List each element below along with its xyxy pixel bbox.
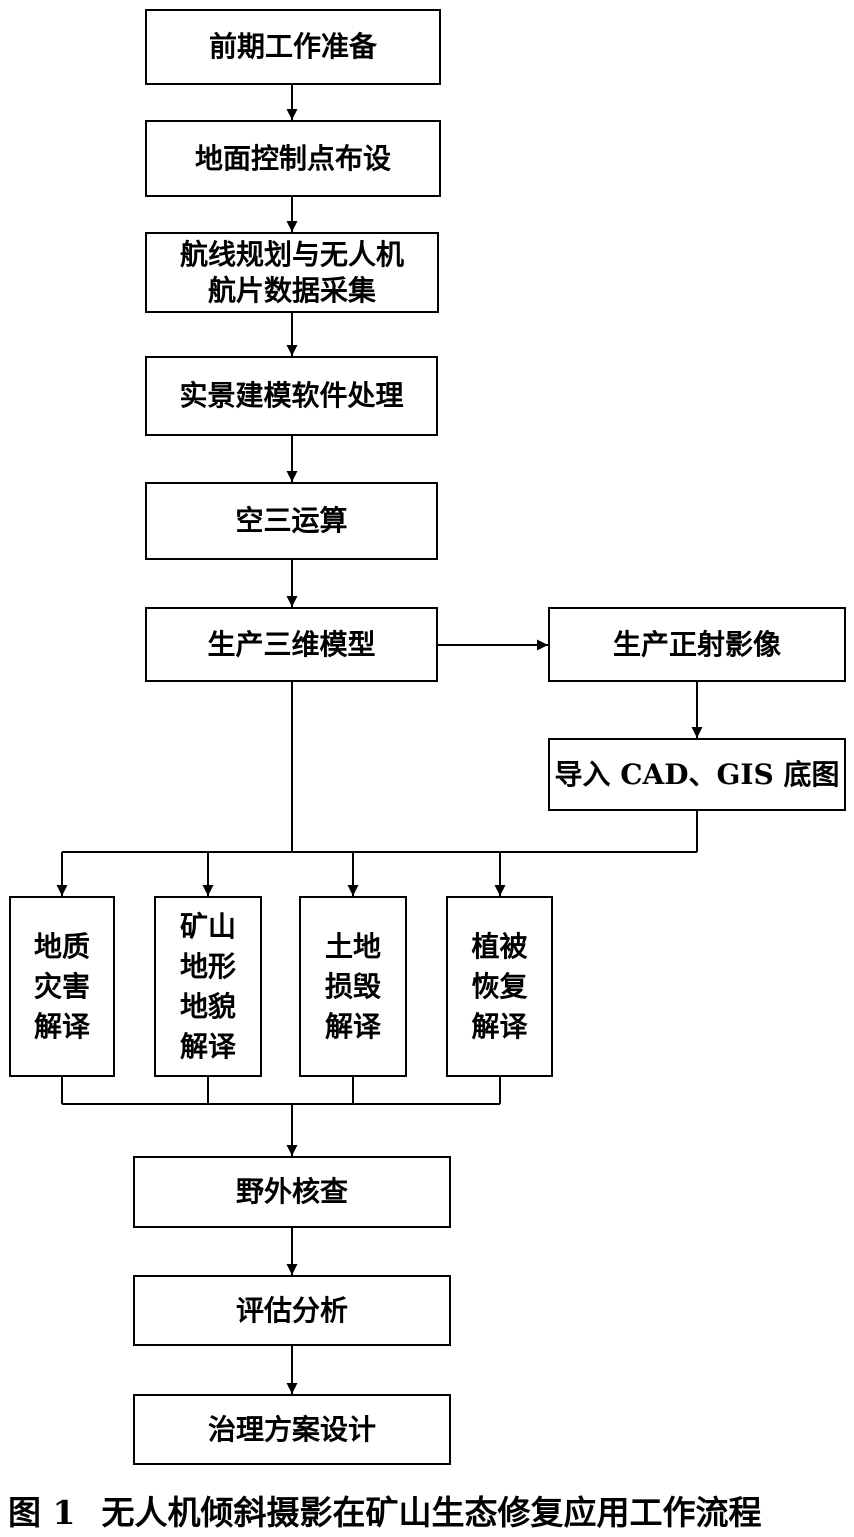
figure-caption: 图 1 无人机倾斜摄影在矿山生态修复应用工作流程 [0,1485,854,1535]
interp-line: 土地 [324,929,381,963]
figure-title: 无人机倾斜摄影在矿山生态修复应用工作流程 [101,1493,762,1532]
interp-line: 地形 [179,949,236,983]
interp-landform-box: 矿山 地形 地貌 解译 [154,896,262,1077]
step-flight-label-line2: 航片数据采集 [207,273,376,307]
interp-line: 矿山 [179,909,236,943]
step-import-box: 导入 CAD、GIS 底图 [548,738,846,811]
step-control-label: 地面控制点布设 [194,141,391,175]
interp-line: 解译 [471,1009,528,1043]
step-flight-box: 航线规划与无人机 航片数据采集 [145,232,439,313]
step-field-box: 野外核查 [133,1156,451,1228]
interp-line: 植被 [471,929,528,963]
step-eval-label: 评估分析 [235,1293,348,1327]
step-field-label: 野外核查 [235,1175,348,1208]
step-plan-box: 治理方案设计 [133,1394,451,1465]
step-modeling-box: 实景建模软件处理 [145,356,438,436]
step-ortho-box: 生产正射影像 [548,607,846,682]
interp-line: 解译 [324,1009,381,1043]
step-control-box: 地面控制点布设 [145,120,441,197]
step-modeling-label: 实景建模软件处理 [179,379,404,412]
step-model3d-box: 生产三维模型 [145,607,438,682]
interp-line: 地质 [33,929,90,963]
step-ortho-label: 生产正射影像 [612,627,781,661]
interp-land-damage-box: 土地 损毁 解译 [299,896,407,1077]
step-eval-box: 评估分析 [133,1275,451,1346]
interp-geohazard-box: 地质 灾害 解译 [9,896,115,1077]
interp-line: 损毁 [324,969,381,1003]
interp-line: 解译 [179,1029,236,1063]
step-import-label: 导入 CAD、GIS 底图 [554,757,840,791]
step-aerial-box: 空三运算 [145,482,438,560]
interp-line: 解译 [33,1009,90,1043]
step-prep-label: 前期工作准备 [208,30,377,63]
interp-vegetation-box: 植被 恢复 解译 [446,896,553,1077]
step-model3d-label: 生产三维模型 [207,627,376,661]
figure-number: 图 1 [8,1493,76,1532]
step-prep-box: 前期工作准备 [145,9,441,85]
step-plan-label: 治理方案设计 [207,1412,376,1446]
interp-line: 灾害 [33,969,90,1003]
interp-line: 地貌 [179,989,236,1023]
interp-line: 恢复 [471,969,528,1003]
step-aerial-label: 空三运算 [235,504,348,537]
step-flight-label-line1: 航线规划与无人机 [179,237,404,271]
